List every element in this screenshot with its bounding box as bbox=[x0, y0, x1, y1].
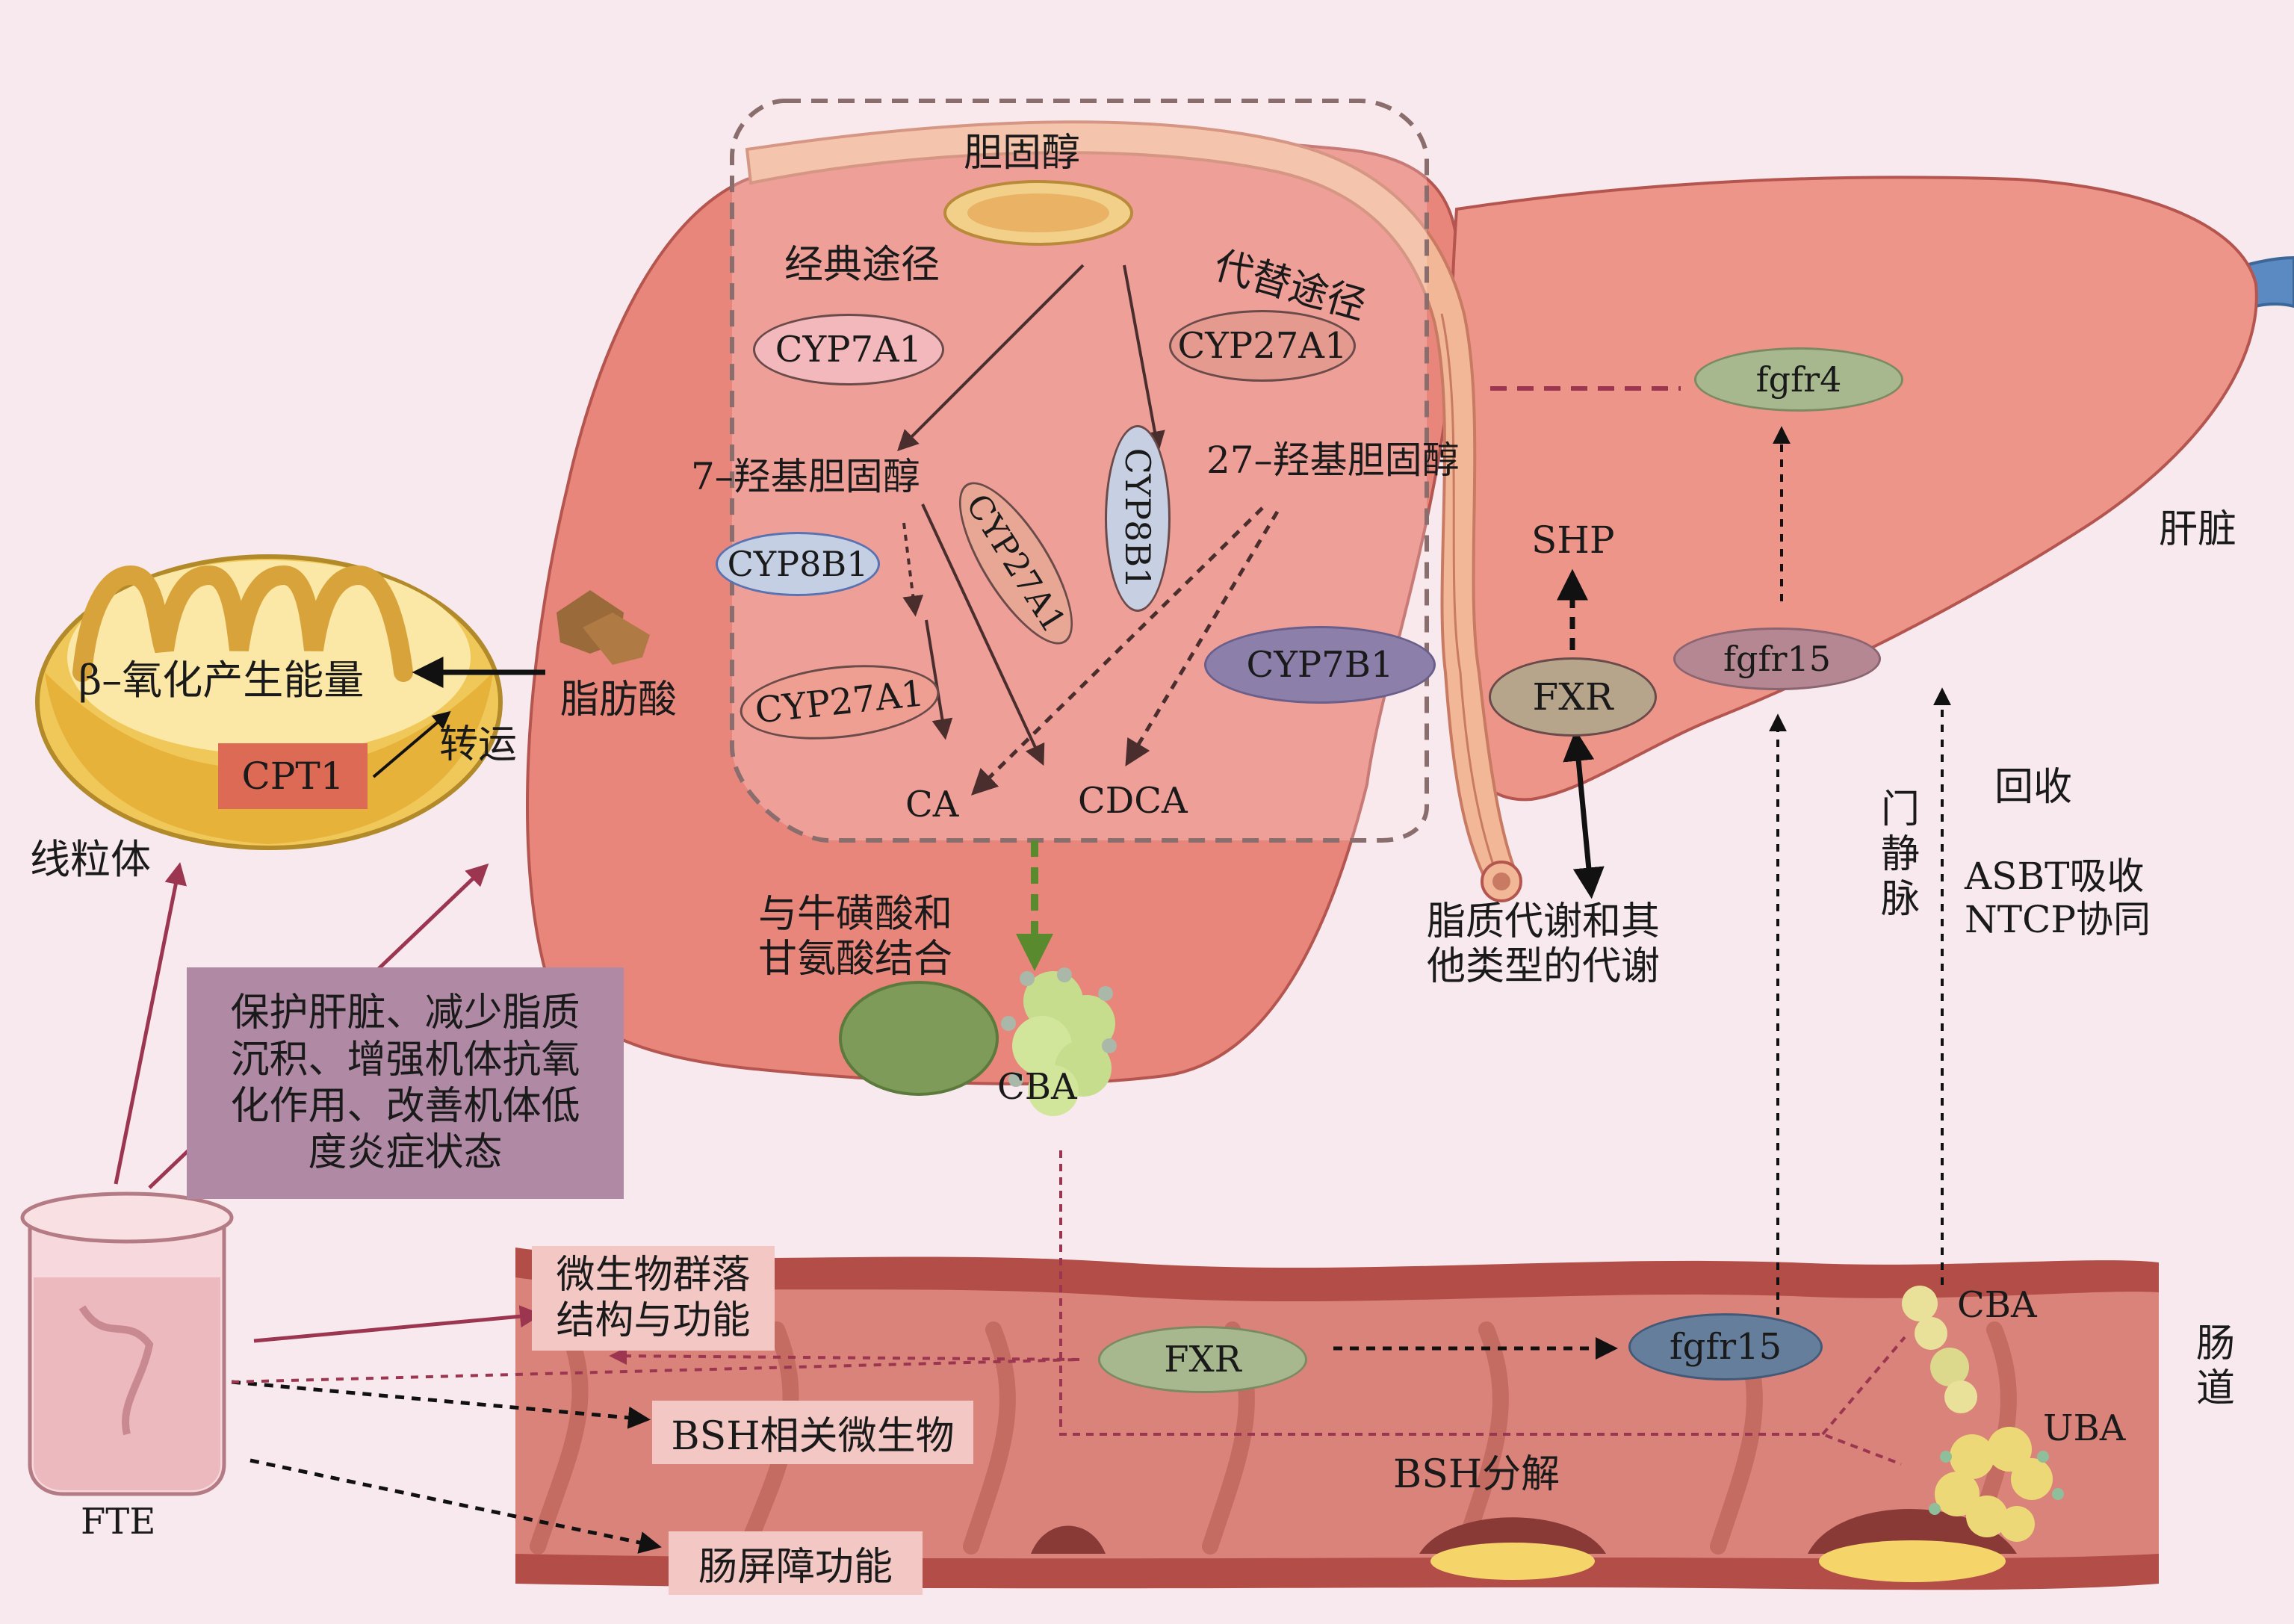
fat-pool bbox=[1819, 1540, 2006, 1582]
gallbladder bbox=[839, 981, 999, 1096]
portal-vein-label: 门 静 脉 bbox=[1881, 787, 1921, 922]
effects-box: 保护肝脏、减少脂质 沉积、增强机体抗氧 化作用、改善机体低 度炎症状态 bbox=[187, 967, 624, 1199]
intestine-label: 肠 道 bbox=[2196, 1321, 2236, 1411]
cyp8b1-enzyme-vertical: CYP8B1 bbox=[1105, 425, 1171, 612]
fxr-gut: FXR bbox=[1098, 1326, 1307, 1393]
fxr-liver: FXR bbox=[1489, 657, 1657, 737]
mitochondria-label: 线粒体 bbox=[30, 836, 151, 883]
cyp7b1-enzyme: CYP7B1 bbox=[1204, 626, 1436, 704]
cholesterol-label: 胆固醇 bbox=[964, 131, 1081, 176]
fgfr15-liver-receptor: fgfr15 bbox=[1673, 627, 1881, 690]
fat-pool bbox=[1430, 1543, 1595, 1580]
bsh-microbes-box: BSH相关微生物 bbox=[652, 1401, 973, 1464]
shp-label: SHP bbox=[1531, 518, 1615, 562]
bsh-decomposition-label: BSH分解 bbox=[1393, 1452, 1560, 1497]
cpt1-box: CPT1 bbox=[218, 743, 368, 809]
microbial-structure-box: 微生物群落 结构与功能 bbox=[532, 1246, 775, 1351]
fgfr4-receptor: fgfr4 bbox=[1694, 347, 1903, 412]
asbt-ntcp-label: ASBT吸收 NTCP协同 bbox=[1965, 855, 2151, 941]
liver-label: 肝脏 bbox=[2159, 507, 2237, 552]
fte-label: FTE bbox=[81, 1501, 156, 1543]
cba-cluster-liver bbox=[1001, 967, 1117, 1116]
beta-oxidation-label: β–氧化产生能量 bbox=[78, 657, 365, 704]
cyp27a1-enzyme-top: CYP27A1 bbox=[1169, 310, 1356, 382]
fatty-acid-shape bbox=[557, 590, 650, 665]
cba-cluster-gut bbox=[1902, 1286, 1977, 1413]
hydroxy27-label: 27–羟基胆固醇 bbox=[1206, 438, 1460, 482]
uba-label: UBA bbox=[2043, 1407, 2126, 1449]
recycle-label: 回收 bbox=[1994, 765, 2073, 810]
mitochondrion bbox=[35, 554, 503, 850]
beaker bbox=[20, 1191, 234, 1496]
classic-pathway-label: 经典途径 bbox=[784, 243, 940, 288]
lipid-metabolism-label: 脂质代谢和其 他类型的代谢 bbox=[1427, 899, 1661, 989]
conjugation-label: 与牛磺酸和 甘氨酸结合 bbox=[758, 892, 953, 982]
ca-label: CA bbox=[905, 784, 959, 825]
cyp7a1-enzyme: CYP7A1 bbox=[753, 314, 944, 385]
hydroxy7-label: 7–羟基胆固醇 bbox=[691, 455, 920, 498]
cba-liver-label: CBA bbox=[997, 1066, 1077, 1108]
fgfr15-gut-receptor: fgfr15 bbox=[1628, 1313, 1823, 1380]
cba-gut-label: CBA bbox=[1957, 1284, 2037, 1326]
fatty-acid-label: 脂肪酸 bbox=[560, 678, 678, 722]
uba-cluster bbox=[1929, 1427, 2064, 1542]
intestinal-barrier-box: 肠屏障功能 bbox=[669, 1531, 923, 1595]
transport-label: 转运 bbox=[439, 722, 518, 767]
cyp8b1-enzyme-left: CYP8B1 bbox=[716, 532, 880, 596]
cdca-label: CDCA bbox=[1078, 780, 1188, 822]
